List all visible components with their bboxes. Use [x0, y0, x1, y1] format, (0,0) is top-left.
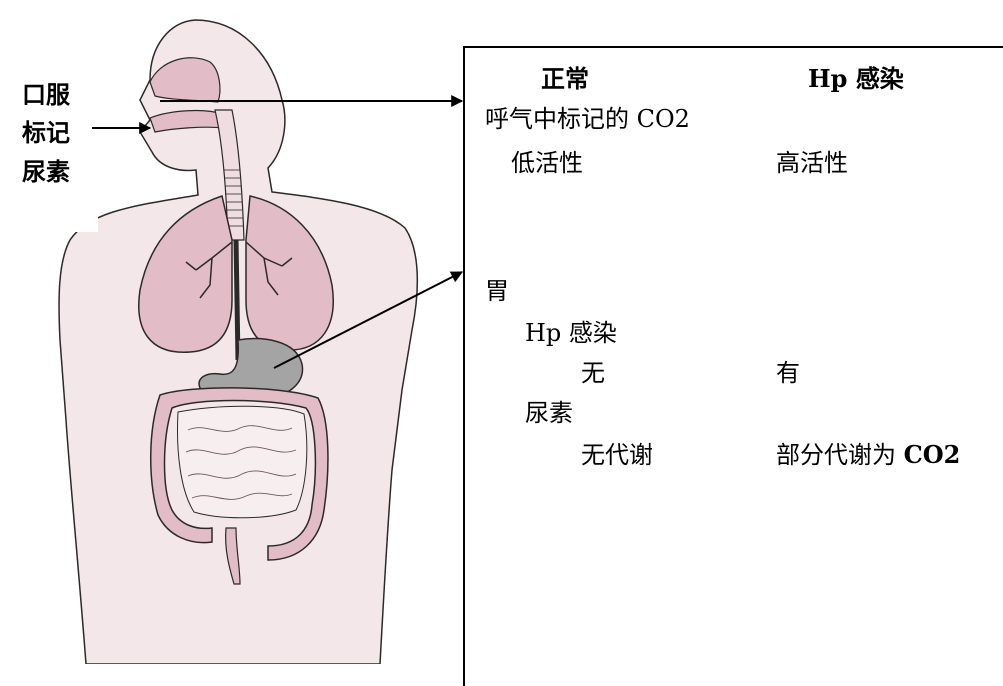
hp-hp-value: 有 [776, 358, 800, 388]
labeled-label: 标记 [22, 118, 70, 148]
column-header-hp: Hp 感染 [808, 64, 904, 94]
small-intestine [178, 406, 307, 518]
breath-co2-title: 呼气中标记的 CO2 [485, 104, 690, 134]
stomach-title: 胃 [485, 276, 509, 306]
urea-title: 尿素 [525, 398, 573, 428]
comparison-panel: 正常 Hp 感染 呼气中标记的 CO2 低活性 高活性 胃 Hp 感染 无 有 … [463, 46, 1003, 686]
urea-hp-co2: CO2 [904, 440, 961, 469]
column-header-normal: 正常 [541, 64, 589, 94]
hp-infection-title: Hp 感染 [525, 318, 617, 348]
breath-hp-value: 高活性 [776, 148, 848, 178]
urea-hp-value: 部分代谢为 CO2 [776, 440, 960, 470]
breath-normal-value: 低活性 [511, 148, 583, 178]
hp-normal-value: 无 [581, 358, 605, 388]
label-backdrop [0, 180, 98, 232]
urea-label: 尿素 [22, 157, 70, 187]
urea-hp-prefix: 部分代谢为 [776, 441, 904, 469]
oral-label: 口服 [22, 80, 70, 110]
urea-normal-value: 无代谢 [581, 440, 653, 470]
